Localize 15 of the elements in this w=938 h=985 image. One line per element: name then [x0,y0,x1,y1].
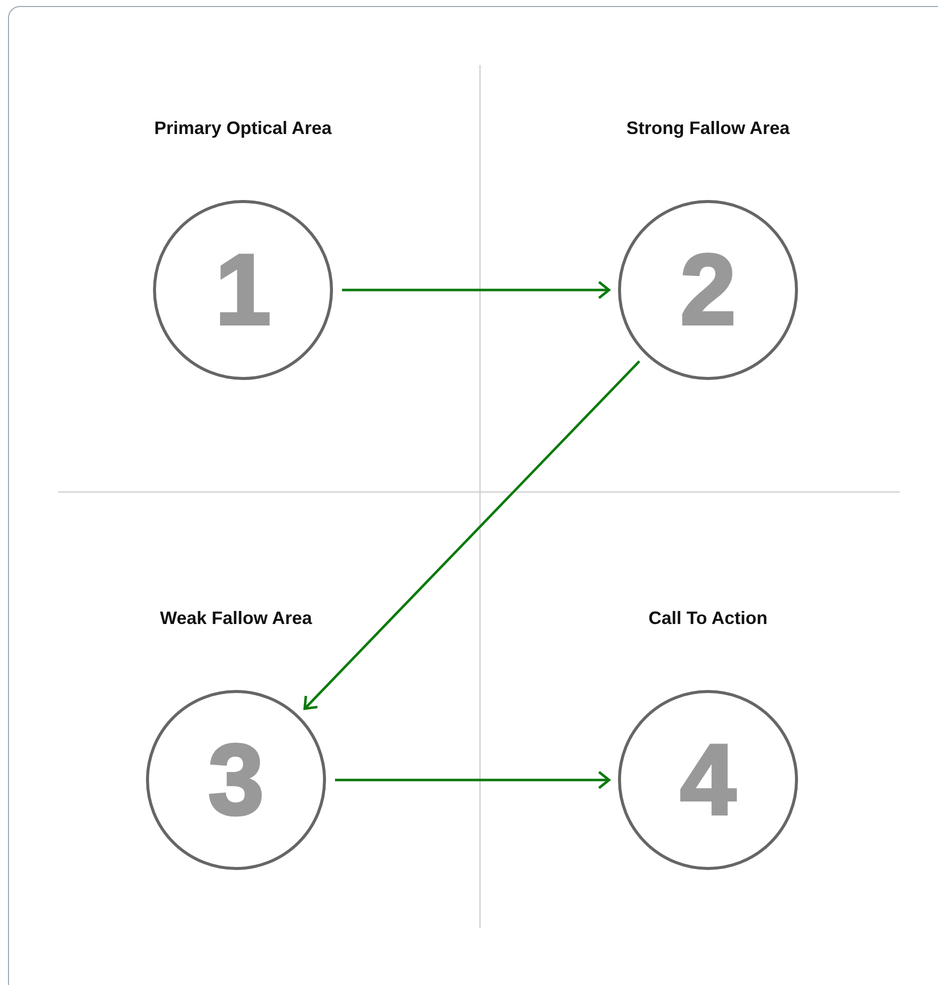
step-number: 2 [680,240,736,340]
arrow [335,770,610,790]
step-circle [146,690,326,870]
area-heading: Call To Action [648,608,768,629]
step-circle [618,690,798,870]
area-heading: Weak Fallow Area [158,608,314,629]
area-heading: Strong Fallow Area [625,118,791,139]
step-circle [153,200,333,380]
arrow [303,360,640,710]
arrow [342,280,610,300]
step-number: 1 [215,240,271,340]
step-number: 3 [208,730,264,830]
step-number: 4 [680,730,736,830]
area-heading: Primary Optical Area [153,118,333,139]
step-circle [618,200,798,380]
